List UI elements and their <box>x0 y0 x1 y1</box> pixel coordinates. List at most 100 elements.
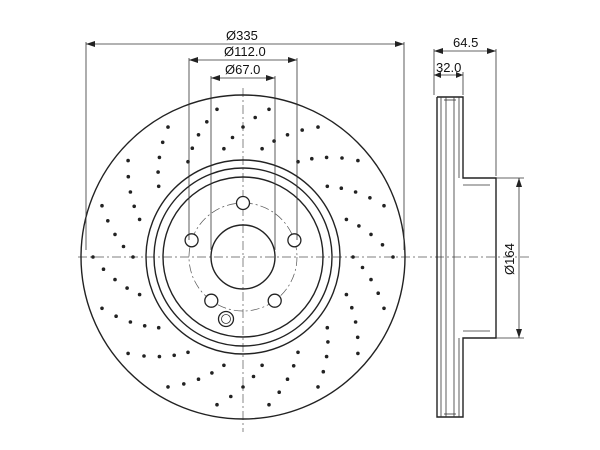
drill-hole <box>251 374 256 379</box>
diameter-dimensions: Ø335 Ø112.0 Ø67.0 <box>85 28 405 250</box>
drill-hole <box>316 385 320 389</box>
drill-hole <box>368 196 372 200</box>
drill-hole <box>157 354 162 359</box>
drill-hole <box>267 107 271 112</box>
drill-hole <box>382 203 386 208</box>
drill-hole <box>353 190 358 194</box>
drill-hole <box>210 371 214 375</box>
drill-hole <box>196 377 201 382</box>
drill-hole <box>277 390 282 395</box>
drill-hole <box>241 125 245 129</box>
drill-hole <box>166 385 170 389</box>
bolt-holes <box>184 195 302 308</box>
drill-hole <box>241 385 245 389</box>
drill-hole <box>316 125 320 129</box>
drill-hole <box>100 203 104 208</box>
drill-hole <box>113 232 117 237</box>
locator-hole <box>217 310 235 328</box>
drill-hole <box>229 394 233 399</box>
hat-inner-circle <box>162 176 324 338</box>
drill-hole <box>131 255 135 259</box>
bolt-hole <box>287 233 302 248</box>
drill-hole <box>196 133 201 137</box>
drill-hole <box>260 146 264 151</box>
drilled-holes-pattern <box>91 107 395 407</box>
drill-hole <box>260 363 264 368</box>
hat-diameter-label: Ø164 <box>502 243 517 275</box>
drill-hole <box>230 135 235 140</box>
drill-hole <box>325 325 330 330</box>
drill-hole <box>128 190 133 194</box>
drill-hole <box>101 267 106 272</box>
center-bore-diameter-label: Ø67.0 <box>225 62 260 77</box>
drill-hole <box>351 255 355 259</box>
drill-hole <box>106 219 110 223</box>
drill-hole <box>113 277 117 282</box>
bolt-circle-diameter-label: Ø112.0 <box>224 44 266 59</box>
drill-hole <box>222 363 226 368</box>
disc-thickness-label: 32.0 <box>436 60 461 75</box>
side-view: 64.5 32.0 Ø164 <box>418 35 530 418</box>
drill-hole <box>382 306 386 311</box>
drill-hole <box>357 224 361 228</box>
bolt-hole <box>204 293 219 308</box>
outer-diameter-label: Ø335 <box>226 28 258 43</box>
drill-hole <box>356 158 360 163</box>
bolt-hole <box>267 293 282 308</box>
drill-hole <box>190 146 195 150</box>
drill-hole <box>324 155 329 160</box>
drill-hole <box>157 155 162 160</box>
drill-hole <box>125 286 129 290</box>
drill-hole <box>339 186 344 190</box>
drill-hole <box>132 204 136 209</box>
drill-hole <box>325 184 330 189</box>
drill-hole <box>380 243 385 247</box>
drill-hole <box>267 402 271 407</box>
overall-thickness-label: 64.5 <box>453 35 478 50</box>
drill-hole <box>215 402 219 407</box>
bolt-circle <box>188 202 298 312</box>
drill-hole <box>156 325 161 330</box>
drill-hole <box>215 107 219 112</box>
drill-hole <box>156 184 161 189</box>
drill-hole <box>391 255 395 259</box>
drill-hole <box>326 340 330 344</box>
drill-hole <box>360 265 365 270</box>
friction-ring-inner-circle <box>145 159 341 355</box>
drill-hole <box>166 125 170 129</box>
drill-hole <box>285 133 290 137</box>
bolt-hole <box>235 195 251 211</box>
drill-hole <box>285 377 290 382</box>
drill-hole <box>340 156 344 160</box>
center-bore <box>210 224 276 290</box>
drill-hole <box>369 277 373 282</box>
drill-hole <box>344 217 349 222</box>
drill-hole <box>355 335 360 340</box>
drill-hole <box>126 351 130 356</box>
drill-hole <box>126 158 130 163</box>
drill-hole <box>137 292 142 297</box>
drill-hole <box>172 353 176 358</box>
drill-hole <box>253 115 257 120</box>
drill-hole <box>126 174 131 179</box>
drill-hole <box>182 382 186 386</box>
drill-hole <box>91 255 95 259</box>
drill-hole <box>142 354 146 358</box>
drill-hole <box>142 324 147 328</box>
drill-hole <box>369 232 373 237</box>
drill-hole <box>296 350 300 355</box>
drill-hole <box>160 140 165 145</box>
front-view <box>78 88 418 432</box>
drill-hole <box>121 244 126 249</box>
drill-hole <box>156 170 160 174</box>
drill-hole <box>137 217 142 222</box>
drill-hole <box>324 354 329 359</box>
drill-hole <box>321 369 326 374</box>
drill-hole <box>222 146 226 151</box>
drill-hole <box>376 291 381 296</box>
drill-hole <box>350 305 354 310</box>
drill-hole <box>128 320 133 324</box>
drill-hole <box>186 350 190 355</box>
drill-hole <box>300 128 305 132</box>
drill-hole <box>353 320 358 324</box>
